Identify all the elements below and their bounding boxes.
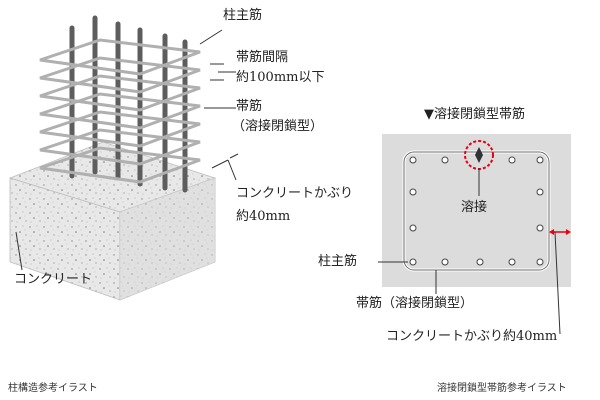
label-section-cover: コンクリートかぶり約40mm: [386, 329, 558, 344]
right-leaders: [378, 168, 561, 335]
cover-arrow: [549, 229, 571, 235]
label-hoop-line2: （溶接閉鎖型）: [232, 119, 324, 134]
section-main-bars: [409, 156, 544, 266]
section-title: ▼溶接閉鎖型帯筋: [424, 107, 525, 122]
label-main-bar: 柱主筋: [223, 8, 263, 23]
label-hoop-line1: 帯筋: [236, 99, 263, 114]
caption-left: 柱構造参考イラスト: [8, 383, 98, 394]
label-spacing-line2: 約100mm以下: [236, 70, 325, 85]
concrete-block: [8, 141, 217, 301]
main-bars-front: [39, 39, 203, 215]
label-spacing-line1: 帯筋間隔: [236, 50, 289, 65]
label-cover-line1: コンクリートかぶり: [236, 186, 354, 201]
left-leaders: [15, 29, 239, 271]
caption-right: 溶接閉鎖型帯筋参考イラスト: [437, 383, 567, 394]
label-section-main-bar: 柱主筋: [318, 254, 358, 269]
label-concrete: コンクリート: [14, 272, 93, 287]
label-section-hoop: 帯筋（溶接閉鎖型）: [356, 296, 474, 311]
label-weld: 溶接: [461, 200, 488, 215]
section-view: [378, 134, 571, 335]
label-cover-line2: 約40mm: [236, 209, 291, 224]
rebar-cage: [39, 15, 203, 215]
